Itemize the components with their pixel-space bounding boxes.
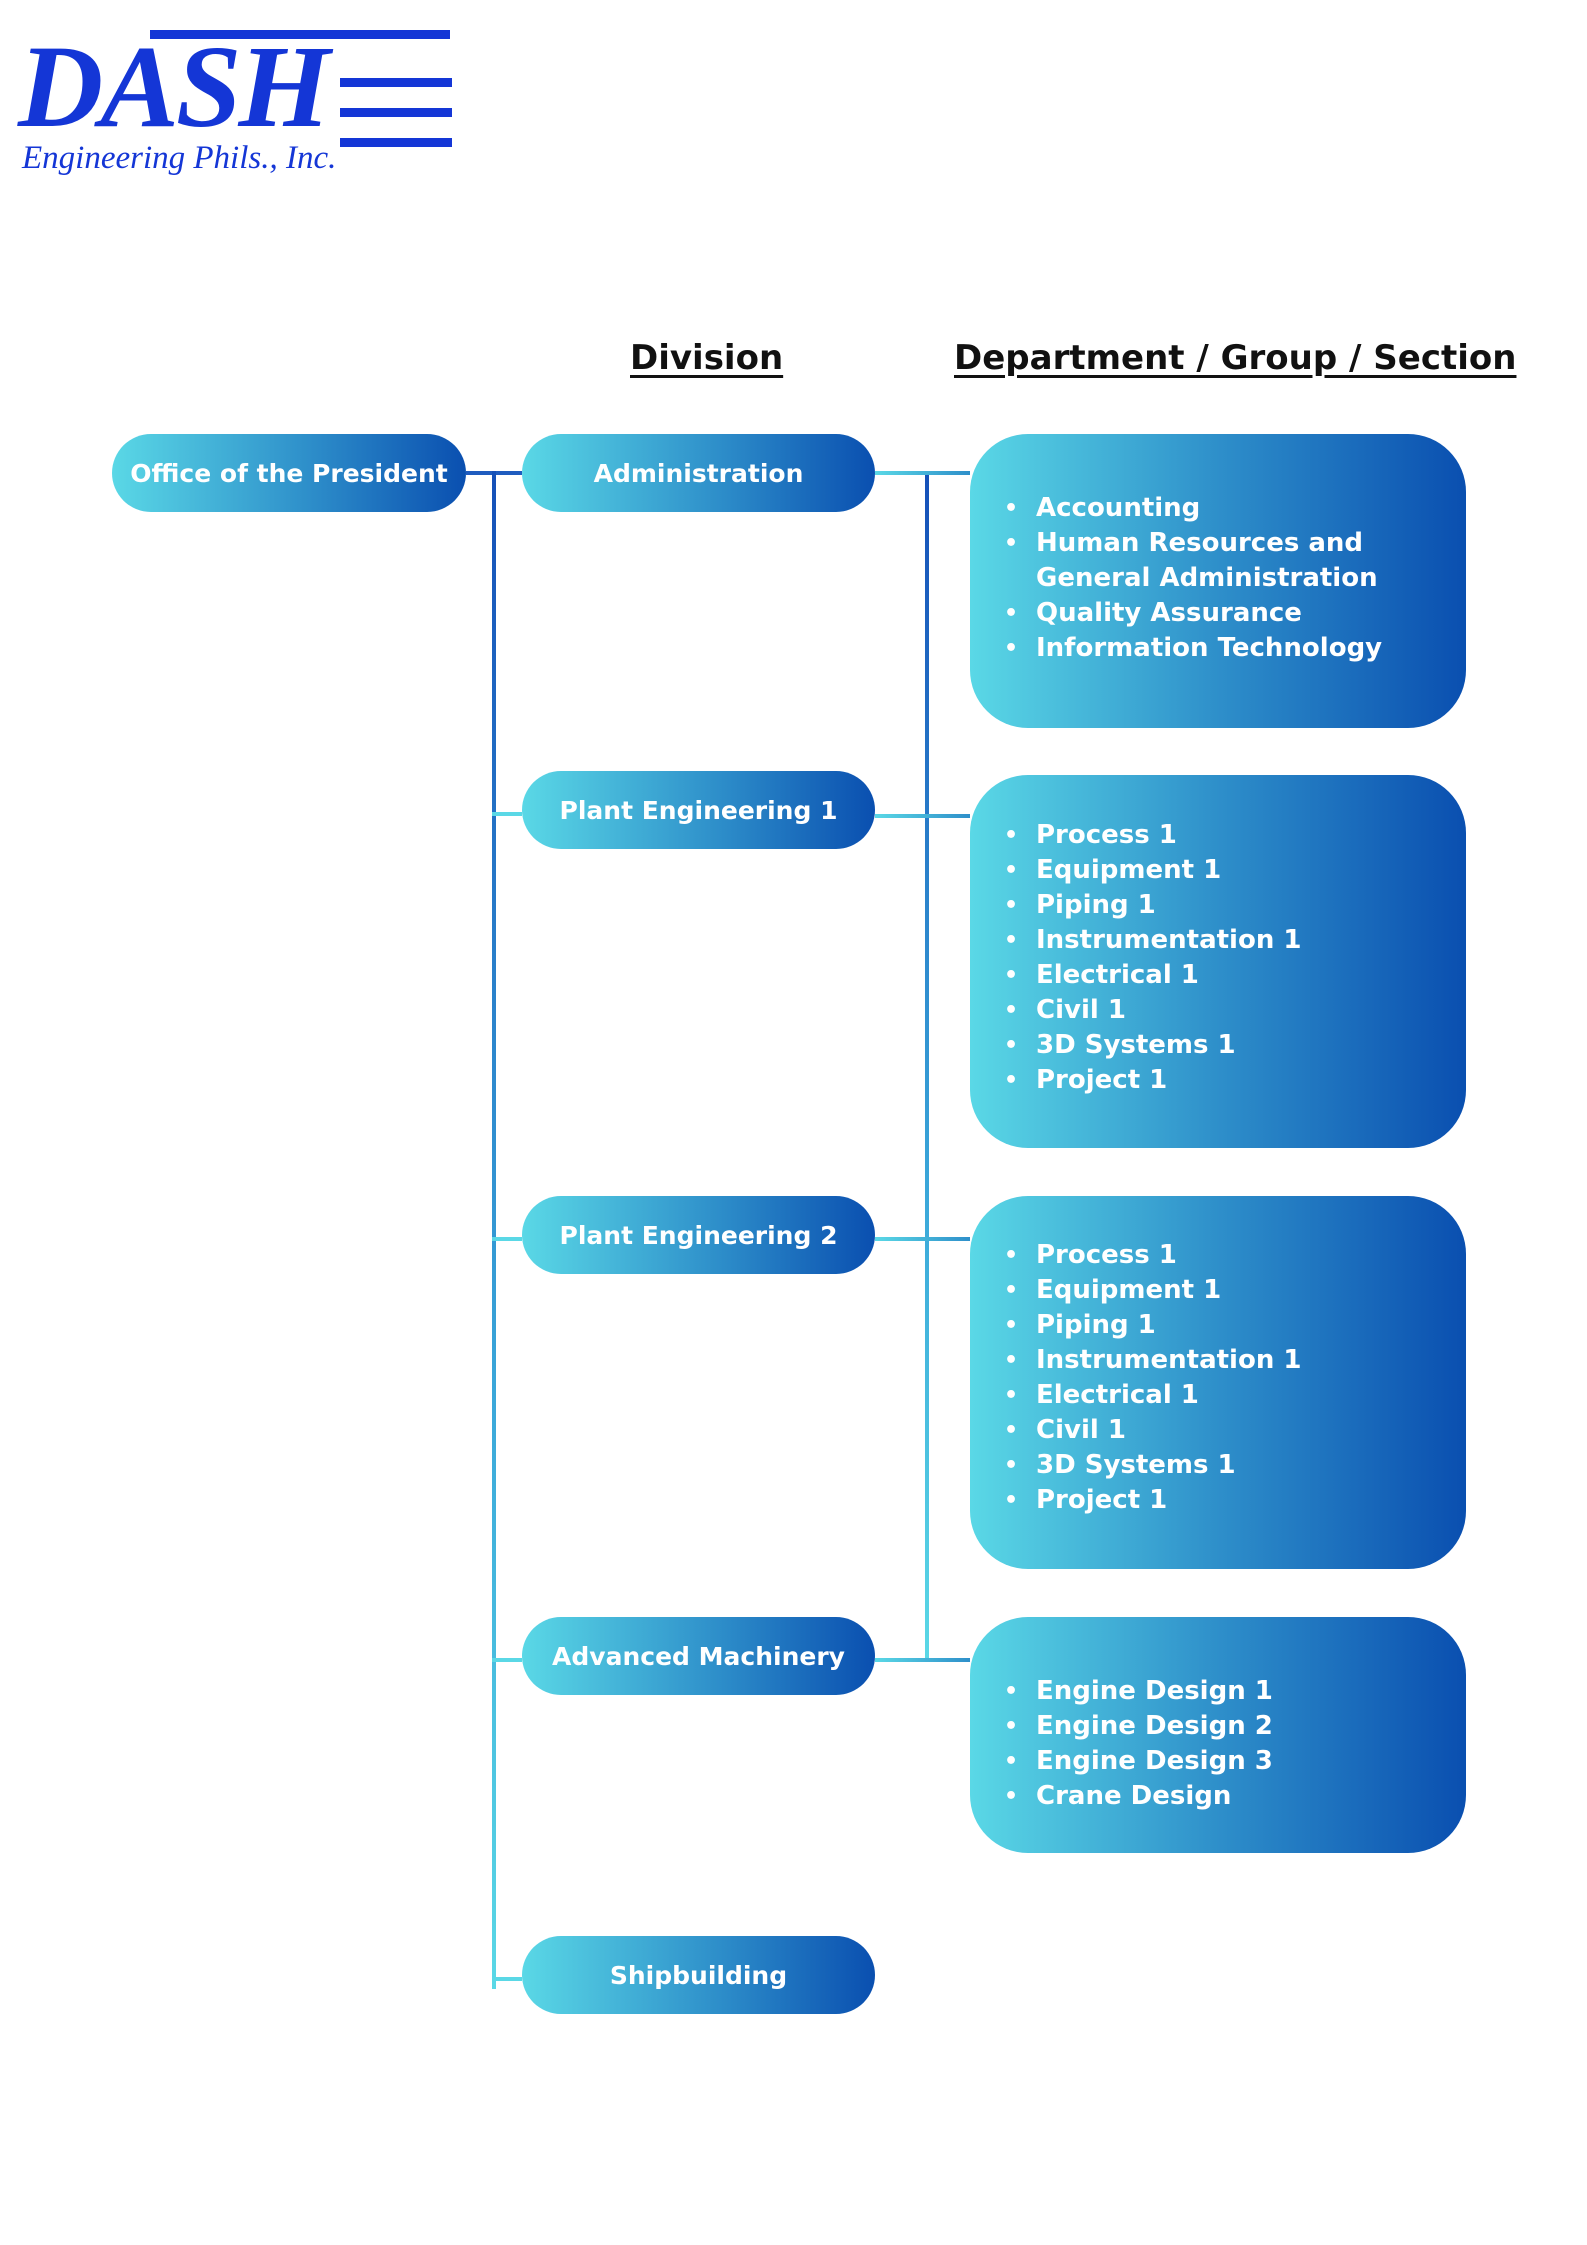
- department-item: Equipment 1: [990, 1273, 1466, 1308]
- department-box-plant-engineering-2: Process 1 Equipment 1 Piping 1 Instrumen…: [970, 1196, 1466, 1569]
- department-list: Process 1 Equipment 1 Piping 1 Instrumen…: [990, 818, 1466, 1098]
- logo-wordmark: DASH: [18, 21, 330, 152]
- department-list: Engine Design 1 Engine Design 2 Engine D…: [990, 1674, 1466, 1814]
- president-node[interactable]: Office of the President: [112, 434, 466, 512]
- department-item: Piping 1: [990, 888, 1466, 923]
- connector-line: [875, 814, 970, 818]
- department-item: Project 1: [990, 1483, 1466, 1518]
- division-trunk-line: [492, 471, 496, 1989]
- connector-line: [492, 1237, 522, 1241]
- logo-bar: [150, 30, 450, 39]
- department-item: Process 1: [990, 1238, 1466, 1273]
- department-item: Civil 1: [990, 993, 1466, 1028]
- department-item: Civil 1: [990, 1413, 1466, 1448]
- department-item: Human Resources and General Administrati…: [990, 526, 1466, 596]
- division-node-administration[interactable]: Administration: [522, 434, 875, 512]
- connector-line: [875, 471, 970, 475]
- department-item: Instrumentation 1: [990, 923, 1466, 958]
- department-list: Accounting Human Resources and General A…: [990, 491, 1466, 666]
- department-item: 3D Systems 1: [990, 1448, 1466, 1483]
- division-node-plant-engineering-1[interactable]: Plant Engineering 1: [522, 771, 875, 849]
- connector-line: [492, 1658, 522, 1662]
- department-item: Equipment 1: [990, 853, 1466, 888]
- logo-tagline: Engineering Phils., Inc.: [22, 140, 337, 176]
- department-item: Engine Design 3: [990, 1744, 1466, 1779]
- department-item: Project 1: [990, 1063, 1466, 1098]
- department-list: Process 1 Equipment 1 Piping 1 Instrumen…: [990, 1238, 1466, 1518]
- department-item: Process 1: [990, 818, 1466, 853]
- logo-bar: [340, 108, 452, 117]
- connector-line: [875, 1658, 970, 1662]
- department-item: Quality Assurance: [990, 596, 1466, 631]
- department-item: Crane Design: [990, 1779, 1466, 1814]
- department-item: Engine Design 2: [990, 1709, 1466, 1744]
- logo-bar: [340, 138, 452, 147]
- department-box-administration: Accounting Human Resources and General A…: [970, 434, 1466, 728]
- department-item: Piping 1: [990, 1308, 1466, 1343]
- logo-bar: [340, 78, 452, 87]
- department-item: 3D Systems 1: [990, 1028, 1466, 1063]
- department-item: Instrumentation 1: [990, 1343, 1466, 1378]
- connector-line: [492, 812, 522, 816]
- division-node-plant-engineering-2[interactable]: Plant Engineering 2: [522, 1196, 875, 1274]
- department-item: Engine Design 1: [990, 1674, 1466, 1709]
- department-item: Accounting: [990, 491, 1466, 526]
- division-column-header: Division: [630, 338, 784, 378]
- department-box-plant-engineering-1: Process 1 Equipment 1 Piping 1 Instrumen…: [970, 775, 1466, 1148]
- department-item: Information Technology: [990, 631, 1466, 666]
- department-column-header: Department / Group / Section: [954, 338, 1517, 378]
- division-node-advanced-machinery[interactable]: Advanced Machinery: [522, 1617, 875, 1695]
- department-trunk-line: [925, 471, 929, 1662]
- department-item: Electrical 1: [990, 958, 1466, 993]
- department-item: Electrical 1: [990, 1378, 1466, 1413]
- connector-line: [875, 1237, 970, 1241]
- company-logo: DASH Engineering Phils., Inc.: [18, 28, 458, 188]
- connector-line: [492, 1977, 522, 1981]
- division-node-shipbuilding[interactable]: Shipbuilding: [522, 1936, 875, 2014]
- department-box-advanced-machinery: Engine Design 1 Engine Design 2 Engine D…: [970, 1617, 1466, 1853]
